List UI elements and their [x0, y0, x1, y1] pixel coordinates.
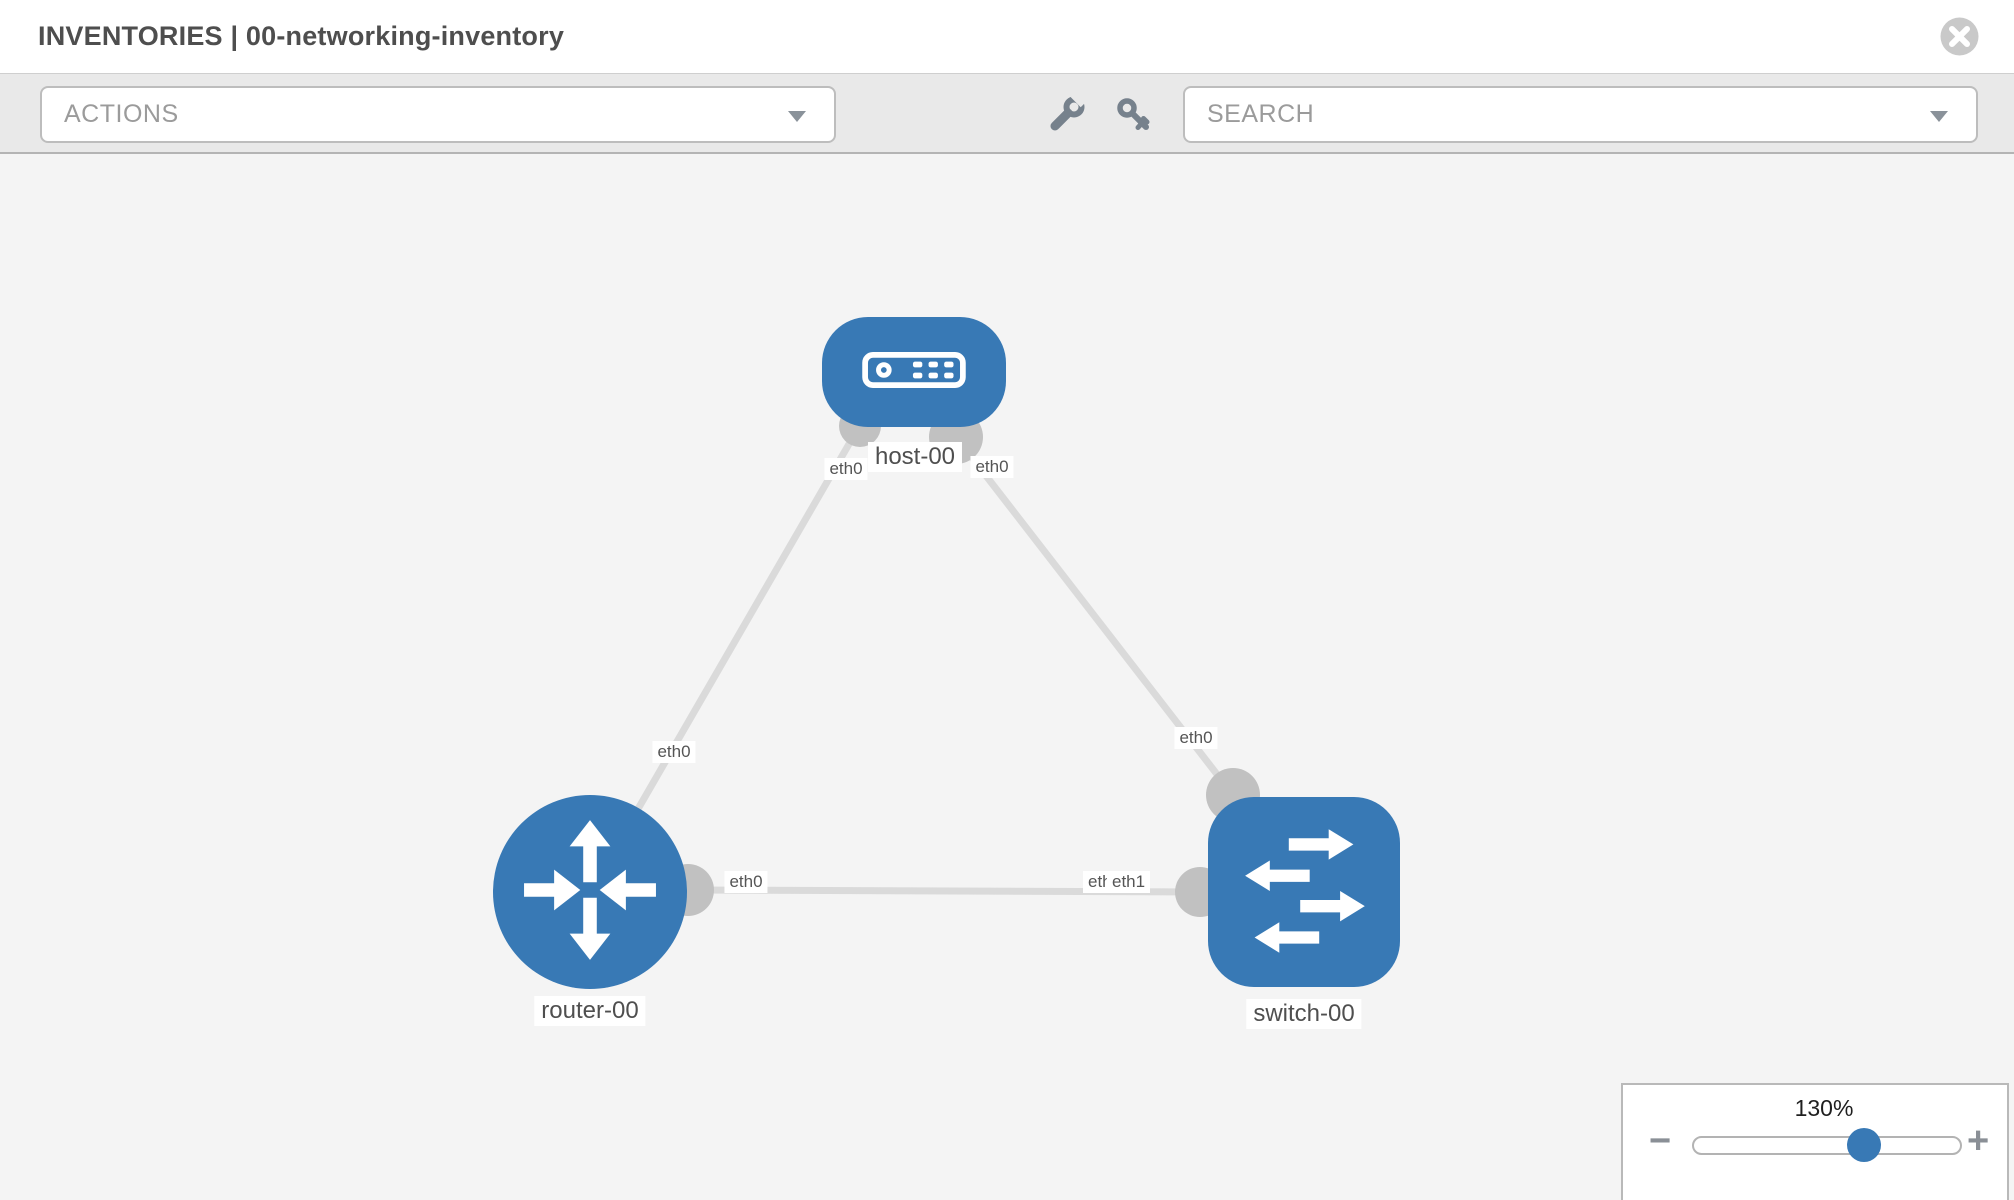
zoom-slider-track[interactable] [1692, 1136, 1962, 1155]
header-bar: INVENTORIES | 00-networking-inventory [0, 0, 2014, 73]
key-icon [1113, 98, 1155, 139]
zoom-slider-handle[interactable] [1847, 1128, 1881, 1162]
toolbar: ACTIONS [0, 73, 2014, 154]
wrench-icon [1045, 88, 1090, 139]
zoom-out-button[interactable]: − [1649, 1120, 1672, 1162]
chevron-down-icon [788, 111, 806, 122]
topology-links-layer [586, 405, 1260, 917]
interface-label-switch-eth0-top: eth0 [1174, 727, 1218, 749]
chevron-down-icon [1930, 111, 1948, 122]
interface-label-host-eth0-left: eth0 [824, 458, 868, 480]
search-dropdown[interactable]: SEARCH [1183, 86, 1978, 143]
interface-label-router-eth0-right: eth0 [724, 871, 768, 893]
close-button[interactable] [1940, 17, 1979, 56]
page-title: INVENTORIES | 00-networking-inventory [38, 21, 565, 51]
wrench-button[interactable] [1045, 88, 1090, 139]
zoom-in-button[interactable]: + [1967, 1120, 1990, 1162]
close-circle-icon [1940, 17, 1979, 59]
router-icon [493, 793, 687, 992]
node-switch-00[interactable] [1208, 797, 1400, 987]
zoom-panel: 130% − + [1621, 1083, 2009, 1200]
switch-icon [1208, 795, 1400, 990]
topology-canvas[interactable]: host-00 router-00 switch-00 eth0 eth0 et… [0, 154, 2014, 1200]
interface-label-switch-eth1: eth1 [1107, 871, 1151, 893]
node-host-00[interactable] [822, 317, 1006, 427]
zoom-level-label: 130% [1794, 1095, 1854, 1121]
node-label-host-00: host-00 [867, 442, 963, 472]
interface-label-host-eth0-right: eth0 [970, 456, 1014, 478]
actions-dropdown-label: ACTIONS [64, 100, 179, 128]
node-label-router-00: router-00 [534, 996, 646, 1026]
actions-dropdown[interactable]: ACTIONS [40, 86, 836, 143]
host-icon [862, 351, 966, 393]
key-button[interactable] [1113, 94, 1155, 136]
node-label-switch-00: switch-00 [1246, 999, 1362, 1029]
search-placeholder: SEARCH [1207, 100, 1315, 128]
node-router-00[interactable] [493, 795, 687, 989]
interface-label-router-eth0: eth0 [652, 741, 696, 763]
